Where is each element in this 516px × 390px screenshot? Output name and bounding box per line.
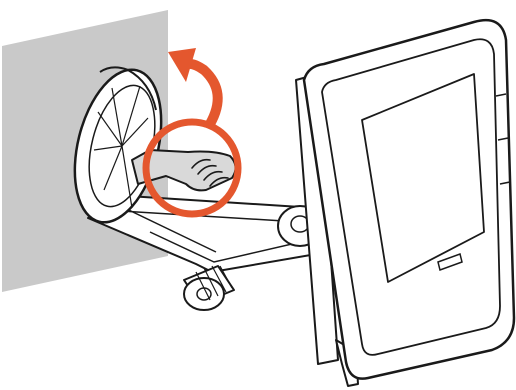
adjustment-knob	[184, 266, 234, 310]
